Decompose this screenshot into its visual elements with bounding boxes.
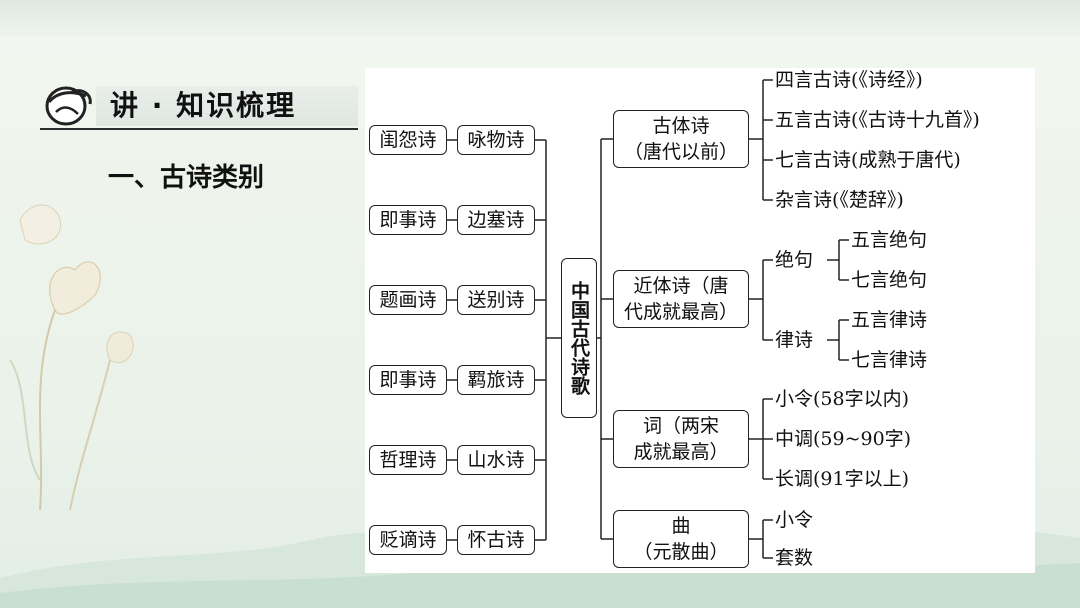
subtype-label: 五言律诗 xyxy=(851,308,927,332)
subtype-label: 七言古诗(成熟于唐代) xyxy=(775,148,961,172)
poem-type-box: 山水诗 xyxy=(457,445,535,475)
subtype-label: 七言律诗 xyxy=(851,348,927,372)
subtype-label: 小令 xyxy=(775,508,813,532)
category-box: 曲 （元散曲） xyxy=(613,510,749,568)
category-box: 词（两宋 成就最高） xyxy=(613,410,749,468)
top-decoration-band xyxy=(0,0,1080,36)
poem-type-box: 题画诗 xyxy=(369,285,447,315)
orchid-decoration-icon xyxy=(0,160,150,520)
subgroup-label: 律诗 xyxy=(775,328,813,352)
subtype-label: 五言古诗(《古诗十九首》) xyxy=(775,108,980,132)
subtype-label: 套数 xyxy=(775,546,813,570)
subtype-label: 长调(91字以上) xyxy=(775,467,909,491)
poetry-classification-diagram: 闺怨诗 咏物诗 即事诗 边塞诗 题画诗 送别诗 即事诗 羁旅诗 哲理诗 山水诗 … xyxy=(365,68,1035,573)
subtype-label: 七言绝句 xyxy=(851,268,927,292)
category-box: 古体诗 （唐代以前） xyxy=(613,110,749,168)
subtype-label: 四言古诗(《诗经》) xyxy=(775,68,923,92)
poem-type-box: 哲理诗 xyxy=(369,445,447,475)
poem-type-box: 送别诗 xyxy=(457,285,535,315)
subtype-label: 杂言诗(《楚辞》) xyxy=(775,188,904,212)
poem-type-box: 即事诗 xyxy=(369,205,447,235)
subgroup-label: 绝句 xyxy=(775,248,813,272)
section-subtitle: 一、古诗类别 xyxy=(108,157,264,194)
poem-type-box: 即事诗 xyxy=(369,365,447,395)
poem-type-box: 边塞诗 xyxy=(457,205,535,235)
poem-type-box: 闺怨诗 xyxy=(369,125,447,155)
poem-type-box: 羁旅诗 xyxy=(457,365,535,395)
category-box: 近体诗（唐 代成就最高） xyxy=(613,270,749,328)
poem-type-box: 咏物诗 xyxy=(457,125,535,155)
subtype-label: 中调(59~90字) xyxy=(775,427,911,451)
globe-icon xyxy=(42,82,96,128)
subtype-label: 五言绝句 xyxy=(851,228,927,252)
heading-underline xyxy=(40,128,358,130)
heading-title: 讲 · 知识梳理 xyxy=(110,86,296,126)
poem-type-box: 怀古诗 xyxy=(457,525,535,555)
central-topic-box: 中国古代诗歌 xyxy=(561,258,597,418)
subtype-label: 小令(58字以内) xyxy=(775,387,909,411)
section-heading: 讲 · 知识梳理 xyxy=(40,80,358,132)
poem-type-box: 贬谪诗 xyxy=(369,525,447,555)
